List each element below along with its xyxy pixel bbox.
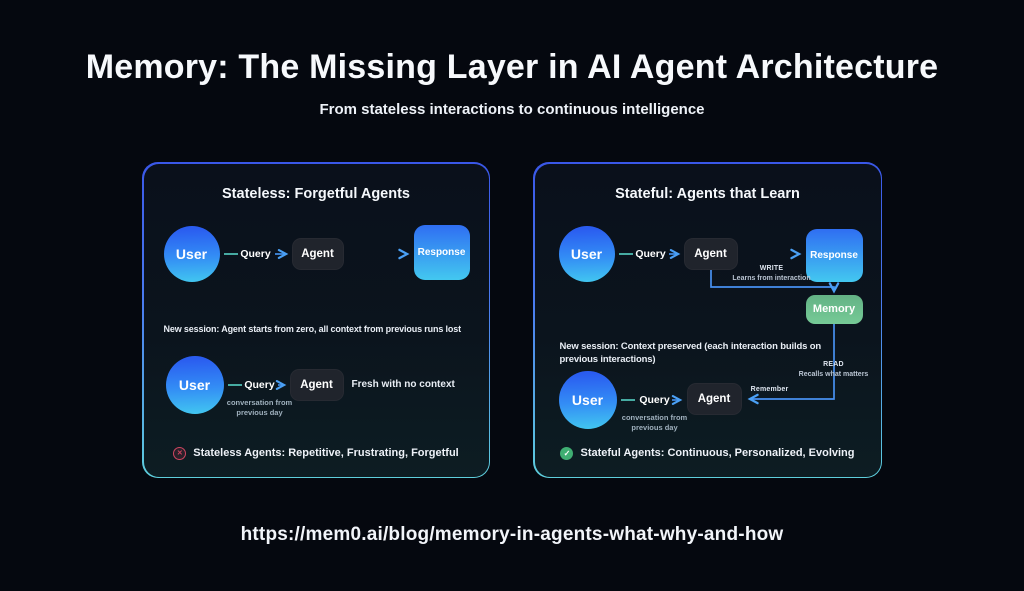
stateful-session-note: New session: Context preserved (each int… (559, 340, 822, 365)
stateless-connectors-svg (163, 248, 470, 390)
stateless-agent-node-1: Agent (291, 237, 344, 270)
stateless-context-note: Fresh with no context (351, 378, 455, 390)
read-annotation: READ Recalls what matters (784, 360, 884, 381)
source-url: https://mem0.ai/blog/memory-in-agents-wh… (240, 524, 784, 545)
stateful-verdict-text: Stateful Agents: Continuous, Personalize… (580, 447, 855, 459)
stateless-panel: Stateless: Forgetful Agents User Query A… (142, 162, 490, 478)
stateful-connectors-svg (557, 248, 865, 405)
write-note: Learns from interaction (732, 275, 811, 282)
check-circle-icon: ✓ (560, 446, 574, 460)
write-annotation: WRITE Learns from interaction (712, 264, 832, 285)
remember-label: Remember (750, 385, 789, 393)
stateless-user-node-2: User (165, 355, 224, 414)
stateless-query-note: conversation from previous day (226, 397, 293, 418)
stateful-verdict: ✓ Stateful Agents: Continuous, Personali… (535, 446, 881, 460)
memory-node: Memory (805, 294, 863, 324)
stateless-verdict-text: Stateless Agents: Repetitive, Frustratin… (193, 447, 459, 459)
read-label: READ (823, 360, 844, 368)
stateful-agent-node-1: Agent (683, 237, 738, 270)
stateless-agent-node-2: Agent (289, 368, 344, 401)
write-label: WRITE (759, 264, 784, 272)
stateful-response-node: Response (805, 228, 863, 282)
stateless-response-node: Response (413, 224, 470, 280)
stateless-query-label-2: Query (244, 378, 275, 391)
page-subtitle: From stateless interactions to continuou… (319, 101, 705, 118)
stateful-query-note: conversation from previous day (621, 412, 688, 433)
page-title: Memory: The Missing Layer in AI Agent Ar… (85, 48, 939, 86)
stateful-query-label-2: Query (639, 393, 670, 406)
stateful-panel-title: Stateful: Agents that Learn (615, 185, 800, 202)
cross-circle-icon: ✕ (173, 446, 187, 460)
stateless-verdict: ✕ Stateless Agents: Repetitive, Frustrat… (144, 446, 489, 460)
read-note: Recalls what matters (798, 371, 869, 378)
stateless-query-label-1: Query (240, 247, 271, 260)
stateful-query-label-1: Query (635, 247, 666, 260)
stateful-user-node-1: User (558, 225, 615, 282)
stateful-agent-node-2: Agent (686, 382, 742, 415)
stateful-user-node-2: User (558, 370, 617, 429)
stateless-session-note: New session: Agent starts from zero, all… (163, 323, 462, 334)
stateless-user-node-1: User (163, 225, 220, 282)
stateless-panel-title: Stateless: Forgetful Agents (222, 185, 410, 202)
stateful-panel: Stateful: Agents that Learn User Query A… (533, 162, 882, 478)
